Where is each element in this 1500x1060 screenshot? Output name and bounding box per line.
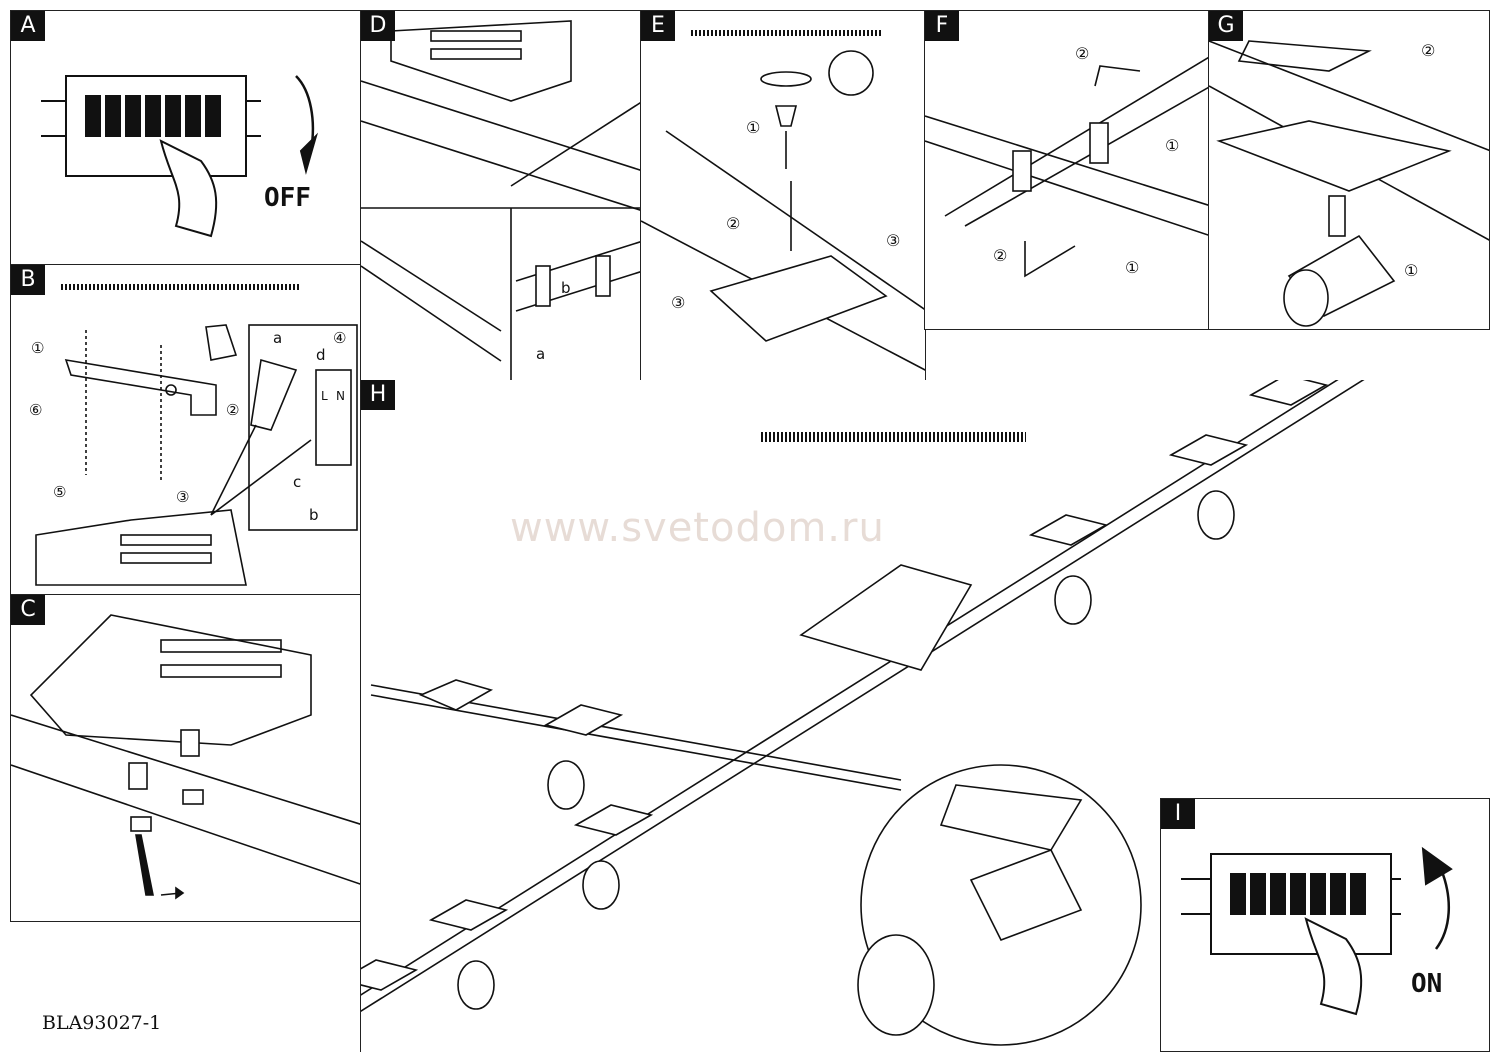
wire-b-label: b bbox=[309, 506, 319, 524]
e-step-3b: ③ bbox=[671, 293, 685, 312]
watermark: www.svetodom.ru bbox=[510, 505, 885, 551]
e-step-3a: ③ bbox=[886, 231, 900, 250]
step-6-marker: ⑥ bbox=[29, 401, 42, 419]
panel-b-tag: B bbox=[11, 265, 45, 295]
panel-a-tag: A bbox=[11, 11, 45, 41]
panel-i: I ON bbox=[1160, 798, 1490, 1052]
document-code: BLA93027-1 bbox=[42, 1012, 162, 1034]
terminal-n-label: N bbox=[336, 389, 345, 403]
f-step-1b: ① bbox=[1125, 258, 1139, 277]
overview-assembly-illustration bbox=[361, 380, 1365, 1046]
step-4-marker: ④ bbox=[333, 329, 346, 347]
wire-c-label: c bbox=[293, 473, 301, 491]
on-label: ON bbox=[1411, 969, 1442, 999]
step-5-marker: ⑤ bbox=[53, 483, 66, 501]
canopy-cable-fix-illustration bbox=[11, 614, 361, 900]
panel-c: C bbox=[10, 594, 362, 922]
step-2-marker: ② bbox=[226, 401, 239, 419]
panel-c-tag: C bbox=[11, 595, 45, 625]
step-1-marker: ① bbox=[31, 339, 44, 357]
off-label: OFF bbox=[264, 183, 311, 213]
panel-h-tag: H bbox=[361, 380, 395, 410]
e-step-2: ② bbox=[726, 214, 740, 233]
wire-a-label: a bbox=[273, 329, 282, 347]
terminal-l-label: L bbox=[321, 389, 328, 403]
panel-d-tag: D bbox=[361, 11, 395, 41]
bracket-mounting-illustration: ① ② ③ ④ ⑤ ⑥ a b c d L N bbox=[29, 284, 358, 586]
step-a-label: a bbox=[536, 345, 545, 363]
f-step-2a: ② bbox=[1075, 44, 1089, 63]
panel-d: D a b bbox=[360, 10, 642, 382]
e-step-1: ① bbox=[746, 118, 760, 137]
panel-e-tag: E bbox=[641, 11, 675, 41]
panel-i-tag: I bbox=[1161, 799, 1195, 829]
panel-e: E ① ② ③ ③ bbox=[640, 10, 926, 382]
wire-d-label: d bbox=[316, 346, 326, 364]
panel-g-tag: G bbox=[1209, 11, 1243, 41]
step-b-label: b bbox=[561, 279, 571, 297]
panel-f-tag: F bbox=[925, 11, 959, 41]
panel-f: F ② ① ② ① bbox=[924, 10, 1210, 330]
panel-g: G ② ① bbox=[1208, 10, 1490, 330]
ceiling-anchor-illustration: ① ② ③ ③ bbox=[641, 30, 925, 371]
breaker-on-illustration: ON bbox=[1181, 846, 1453, 1016]
breaker-off-illustration: OFF bbox=[41, 75, 319, 238]
panel-a: A OFF bbox=[10, 10, 362, 266]
f-step-1a: ① bbox=[1165, 136, 1179, 155]
spot-attach-illustration: ② ① bbox=[1209, 40, 1489, 327]
g-step-2: ② bbox=[1421, 41, 1435, 60]
f-step-2b: ② bbox=[993, 246, 1007, 265]
step-3-marker: ③ bbox=[176, 488, 189, 506]
cable-joint-illustration: a b bbox=[361, 20, 641, 381]
cable-tension-illustration: ② ① ② ① bbox=[925, 44, 1209, 278]
g-step-1: ① bbox=[1404, 261, 1418, 280]
panel-b: B ① ② ③ ④ ⑤ ⑥ a b c d L N bbox=[10, 264, 362, 596]
